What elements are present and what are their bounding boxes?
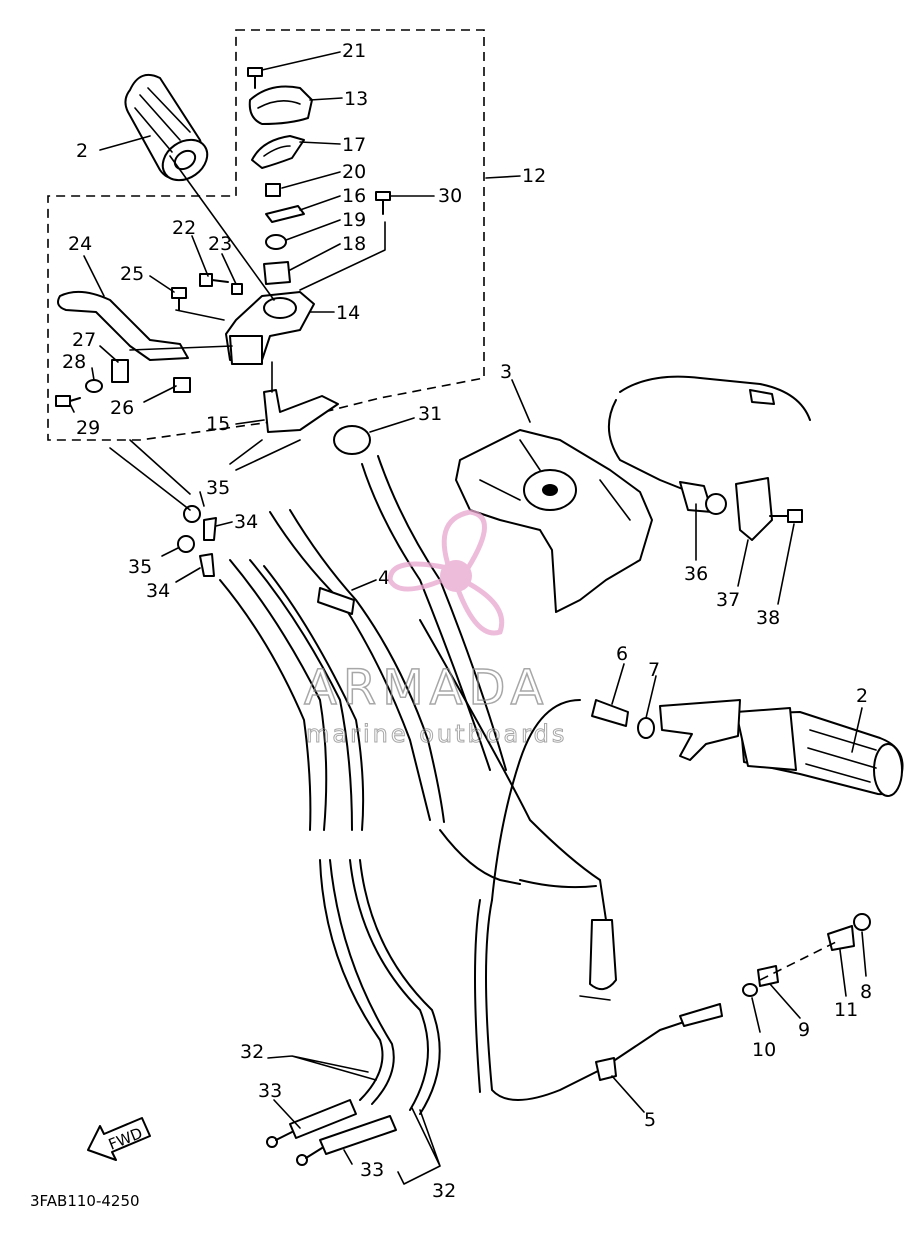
leader-lines	[109, 155, 301, 511]
screw-30[interactable]	[299, 191, 391, 291]
washer-19[interactable]	[265, 234, 287, 250]
callout-11: 11	[834, 999, 858, 1021]
watermark-name: ARMADA	[304, 660, 549, 716]
pin-28[interactable]	[85, 379, 103, 393]
callout-35b: 35	[128, 556, 152, 578]
adjuster-34b[interactable]	[199, 553, 215, 577]
callout-5: 5	[644, 1109, 656, 1131]
callout-2-left: 2	[76, 140, 88, 162]
clutch-cable-4[interactable]	[269, 509, 521, 885]
bolt-29[interactable]	[55, 395, 81, 407]
callout-38: 38	[756, 607, 780, 629]
callout-12: 12	[522, 165, 546, 187]
gasket[interactable]	[251, 135, 305, 169]
nut-7[interactable]	[637, 717, 655, 739]
watermark: ARMADA marine outboards	[303, 509, 567, 749]
throttle-cable-5[interactable]	[474, 699, 723, 1101]
callout-37: 37	[716, 589, 740, 611]
callout-7: 7	[648, 659, 660, 681]
throttle-lever[interactable]	[659, 699, 741, 761]
propeller-logo-icon	[387, 509, 505, 636]
adjuster-6[interactable]	[591, 699, 629, 727]
left-grip[interactable]	[124, 74, 215, 189]
switch-cover[interactable]	[248, 85, 313, 125]
master-cylinder[interactable]	[225, 291, 315, 365]
adjuster-34a[interactable]	[203, 517, 217, 541]
callout-19: 19	[342, 209, 366, 231]
callout-14: 14	[336, 302, 360, 324]
cover-screw[interactable]	[247, 67, 263, 89]
bracket-15[interactable]	[263, 389, 339, 433]
callout-15: 15	[206, 413, 230, 435]
callout-28: 28	[62, 351, 86, 373]
callout-35a: 35	[206, 477, 230, 499]
callout-22: 22	[172, 217, 196, 239]
callout-23: 23	[208, 233, 232, 255]
callout-21: 21	[342, 40, 366, 62]
nut-23[interactable]	[231, 283, 243, 295]
callout-2-right: 2	[856, 685, 868, 707]
callout-27: 27	[72, 329, 96, 351]
washer-10[interactable]	[742, 983, 758, 997]
callout-6: 6	[616, 643, 628, 665]
kill-switch-36[interactable]	[607, 375, 811, 515]
callout-10: 10	[752, 1039, 776, 1061]
right-grip[interactable]	[735, 707, 904, 797]
fwd-label: FWD	[106, 1124, 145, 1154]
bracket-37[interactable]	[735, 477, 773, 541]
callout-24: 24	[68, 233, 92, 255]
callout-26: 26	[110, 397, 134, 419]
callout-33a: 33	[258, 1080, 282, 1102]
cable-pair-32[interactable]	[219, 559, 441, 1115]
callout-30: 30	[438, 185, 462, 207]
nut-26[interactable]	[173, 377, 191, 393]
clip-35b[interactable]	[177, 535, 195, 553]
callout-34a: 34	[234, 511, 258, 533]
watermark-tagline: marine outboards	[306, 720, 567, 748]
cap-18[interactable]	[263, 261, 291, 285]
bolt-22[interactable]	[199, 273, 229, 287]
cable-end-33a[interactable]	[266, 1099, 357, 1148]
callout-9: 9	[798, 1019, 810, 1041]
joint-11[interactable]	[827, 925, 855, 951]
brake-lever[interactable]	[57, 290, 189, 361]
cable-end-33b[interactable]	[296, 1115, 397, 1166]
callout-8: 8	[860, 981, 872, 1003]
callouts: 2 21 13 17 20 16 19 18 30 12 14 22 23 25…	[62, 40, 872, 1202]
callout-18: 18	[342, 233, 366, 255]
callout-25: 25	[120, 263, 144, 285]
bolt-20[interactable]	[265, 183, 281, 197]
callout-17: 17	[342, 134, 366, 156]
screw-25[interactable]	[171, 287, 187, 311]
leader-master	[129, 309, 273, 393]
callout-36: 36	[684, 563, 708, 585]
fwd-arrow: FWD	[87, 1117, 151, 1161]
brake-hose[interactable]	[419, 619, 617, 1001]
callout-32b: 32	[432, 1180, 456, 1202]
callout-20: 20	[342, 161, 366, 183]
callout-32a: 32	[240, 1041, 264, 1063]
callout-34b: 34	[146, 580, 170, 602]
assembly-boundary	[47, 29, 485, 441]
throttle-housing[interactable]	[455, 429, 653, 613]
diagram-code: 3FAB110-4250	[30, 1192, 140, 1210]
adjuster-8[interactable]	[853, 913, 871, 931]
callout-33b: 33	[360, 1159, 384, 1181]
callout-13: 13	[344, 88, 368, 110]
callout-4: 4	[378, 567, 390, 589]
callout-31: 31	[418, 403, 442, 425]
callout-16: 16	[342, 185, 366, 207]
callout-29: 29	[76, 417, 100, 439]
adjuster-16[interactable]	[265, 205, 305, 223]
switch-27[interactable]	[111, 359, 129, 383]
screw-38[interactable]	[769, 509, 803, 523]
callout-3: 3	[500, 361, 512, 383]
clip-35a[interactable]	[183, 505, 201, 523]
